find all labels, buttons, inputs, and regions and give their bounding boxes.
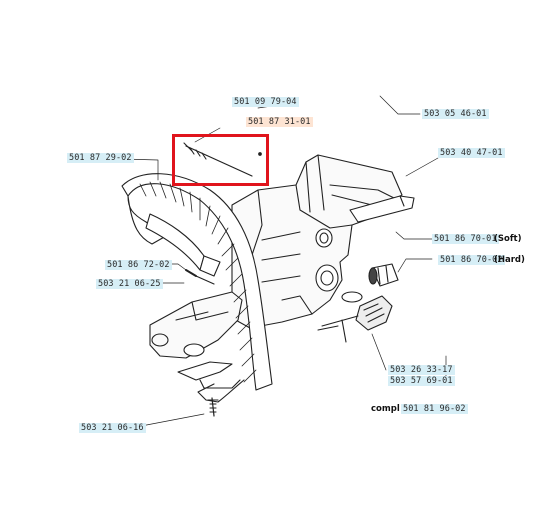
vibration-damper-drawing	[368, 263, 399, 287]
handle-bar-drawing	[121, 173, 273, 403]
part-number-label[interactable]: 503 05 46-01	[422, 109, 489, 119]
part-number-label[interactable]: 503 40 47-01	[438, 148, 505, 158]
part-number-label[interactable]: 501 87 29-02	[67, 153, 134, 163]
soft-variant-note: (Soft)	[494, 234, 522, 244]
tube-drawing	[349, 195, 415, 223]
hard-variant-note: (Hard)	[494, 255, 525, 265]
tank-housing-drawing	[231, 154, 403, 329]
part-number-label[interactable]: 501 87 31-01	[246, 117, 313, 127]
rear-handle-base-drawing	[149, 291, 243, 389]
part-number-label[interactable]: 501 86 70-02	[438, 255, 505, 265]
part-number-label[interactable]: 501 86 70-01	[432, 234, 499, 244]
part-number-label[interactable]: 503 26 33-17	[388, 365, 455, 375]
spring-cap-drawing	[317, 291, 393, 343]
compl-note: compl	[371, 404, 400, 414]
part-number-label[interactable]: 501 81 96-02	[401, 404, 468, 414]
screw-drawing	[185, 269, 219, 417]
part-number-label[interactable]: 503 21 06-25	[96, 279, 163, 289]
part-number-label[interactable]: 501 86 72-02	[105, 260, 172, 270]
part-number-label[interactable]: 501 09 79-04	[232, 97, 299, 107]
highlight-box	[172, 134, 269, 186]
long-screw-drawing	[183, 142, 262, 177]
part-number-label[interactable]: 503 57 69-01	[388, 376, 455, 386]
part-number-label[interactable]: 503 21 06-16	[79, 423, 146, 433]
